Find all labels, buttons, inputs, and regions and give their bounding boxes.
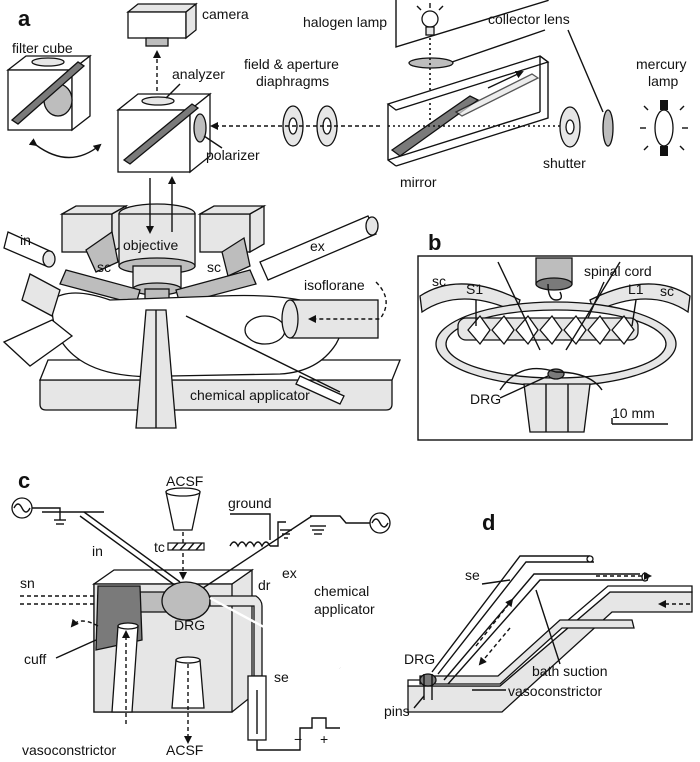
chemical-applicator-label: chemical applicator [190, 387, 310, 403]
c-acsf-bottom-label: ACSF [166, 742, 203, 758]
d-drg-label: DRG [404, 651, 435, 667]
b-drg-label: DRG [470, 391, 501, 407]
rat-body [51, 292, 343, 378]
c-chemical-label-1: chemical [314, 583, 369, 599]
halogen-collector-lens [408, 57, 454, 69]
d-drg [419, 673, 437, 687]
shutter-label: shutter [543, 155, 586, 171]
analyzer-label: analyzer [172, 66, 225, 82]
ex-manipulator [197, 204, 379, 281]
b-vertebrae [457, 314, 639, 346]
c-se-label: se [274, 669, 289, 685]
c-acsf-funnel-top [165, 491, 201, 531]
b-pipette-1 [497, 261, 541, 351]
sc-right-label: sc [207, 259, 221, 275]
ex-label: ex [310, 238, 325, 254]
c-dorsal-root [209, 595, 263, 677]
rat-hindpaw [2, 319, 74, 367]
c-in-label: in [92, 543, 103, 559]
c-drg [161, 581, 211, 621]
d-pins-label: pins [384, 703, 410, 719]
c-acsf-top-label: ACSF [166, 473, 203, 489]
b-spinal-cord-label: spinal cord [584, 263, 652, 279]
c-dr-label: dr [258, 577, 271, 593]
b-l1-label: L1 [628, 281, 644, 297]
collector-lens-leader-1 [451, 29, 546, 63]
d-se-label: se [465, 567, 480, 583]
halogen-lamp-label: halogen lamp [303, 14, 387, 30]
filter-cube-label: filter cube [12, 40, 73, 56]
polarizer-label: polarizer [206, 147, 260, 163]
input-signal-icon [11, 497, 33, 519]
rat-hindpaw-holder [21, 273, 61, 317]
filter-cube [6, 54, 92, 132]
c-sn-label: sn [20, 575, 35, 591]
output-signal-icon [369, 512, 391, 534]
panel-c: c ACSF tc ground [11, 468, 391, 758]
mercury-lamp-label-1: mercury [636, 56, 687, 72]
c-chemical-label-2: applicator [314, 601, 375, 617]
objective [118, 203, 196, 300]
shutter [559, 106, 581, 148]
mercury-lamp-icon [640, 100, 688, 156]
c-plus-label: + [320, 731, 328, 747]
b-drg-holder [523, 383, 591, 433]
camera [126, 2, 198, 47]
diaphragm-label-2: diaphragms [256, 73, 329, 89]
halogen-bulb-icon [416, 3, 444, 36]
isoflorane-label: isoflorane [304, 277, 365, 293]
panel-d-label: d [482, 510, 495, 535]
collector-lens-label: collector lens [488, 11, 570, 27]
diaphragm-label-1: field & aperture [244, 56, 339, 72]
c-minus-label: − [294, 731, 302, 747]
analyzer-polarizer-cube [116, 92, 212, 174]
b-sc-left-label: sc [432, 273, 446, 289]
c-ex-electrode [199, 515, 313, 591]
d-bath-suction-label: bath suction [532, 663, 608, 679]
analyzer-leader [165, 83, 181, 99]
sc-left-label: sc [97, 259, 111, 275]
objective-label: objective [123, 237, 178, 253]
mirror-label: mirror [400, 174, 437, 190]
mercury-lamp-label-2: lamp [648, 73, 679, 89]
c-stim-pulse [256, 717, 340, 751]
chemical-applicator-tip [295, 375, 345, 405]
c-ground-label: ground [228, 495, 272, 511]
collector-lens-leader-2 [567, 29, 604, 113]
b-sc-right-label: sc [660, 283, 674, 299]
c-tc-label: tc [154, 539, 165, 555]
panel-b-label: b [428, 230, 441, 255]
panel-a: a camera halogen lamp collector lens [2, 0, 688, 429]
c-cuff-label: cuff [24, 651, 46, 667]
isoflorane-flow [308, 281, 387, 323]
c-input-wire [32, 507, 61, 520]
c-ground-coil [229, 541, 271, 548]
c-drg-label: DRG [174, 617, 205, 633]
panel-b: b sc sc S1 L1 spin [417, 230, 693, 441]
mercury-collector-lens [602, 109, 614, 147]
c-vasoconstrictor-label: vasoconstrictor [22, 742, 116, 758]
chemical-applicator-line [185, 315, 341, 393]
b-hook [547, 283, 563, 301]
panel-a-label: a [18, 6, 31, 31]
b-s1-label: S1 [466, 281, 483, 297]
panel-d: d DRG pins se bath suction vasoconstrict… [384, 510, 693, 719]
panel-c-label: c [18, 468, 30, 493]
camera-label: camera [202, 6, 249, 22]
d-vasoconstrictor-label: vasoconstrictor [508, 683, 602, 699]
polarizer-leader [203, 135, 223, 149]
filter-swap-arrows [28, 138, 102, 159]
c-output-wire [310, 515, 370, 524]
rat-ear [244, 315, 286, 345]
c-in-electrode [79, 515, 177, 587]
d-suction-pipette [443, 573, 640, 681]
d-se-pipette [431, 555, 590, 673]
in-label: in [20, 232, 31, 248]
panel-b-frame [417, 255, 693, 441]
c-ex-label: ex [282, 565, 297, 581]
b-scale-label: 10 mm [612, 405, 655, 421]
